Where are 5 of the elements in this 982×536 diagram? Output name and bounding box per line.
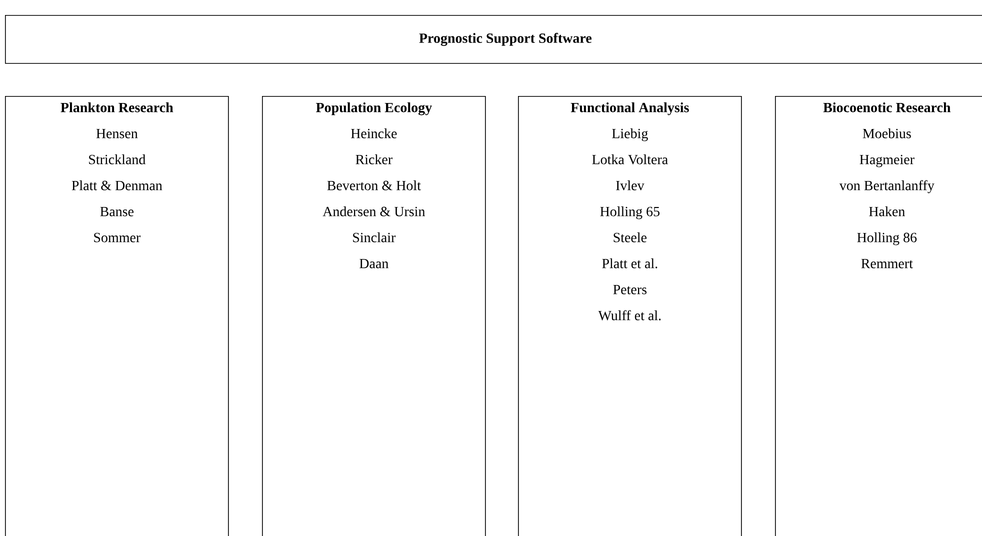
- column-box: Plankton Research Hensen Strickland Platt & Denman Banse Sommer: [5, 96, 229, 536]
- column-box: Functional Analysis Liebig Lotka Voltera Ivlev Holling 65 Steele Platt et al. Peters Wulff et al.: [518, 96, 742, 536]
- column-box: Population Ecology Heincke Ricker Beverton & Holt Andersen & Ursin Sinclair Daan: [262, 96, 486, 536]
- title-box: Prognostic Support Software: [5, 15, 982, 64]
- column-box: Biocoenotic Research Moebius Hagmeier von Bertanlanffy Haken Holling 86 Remmert: [775, 96, 982, 536]
